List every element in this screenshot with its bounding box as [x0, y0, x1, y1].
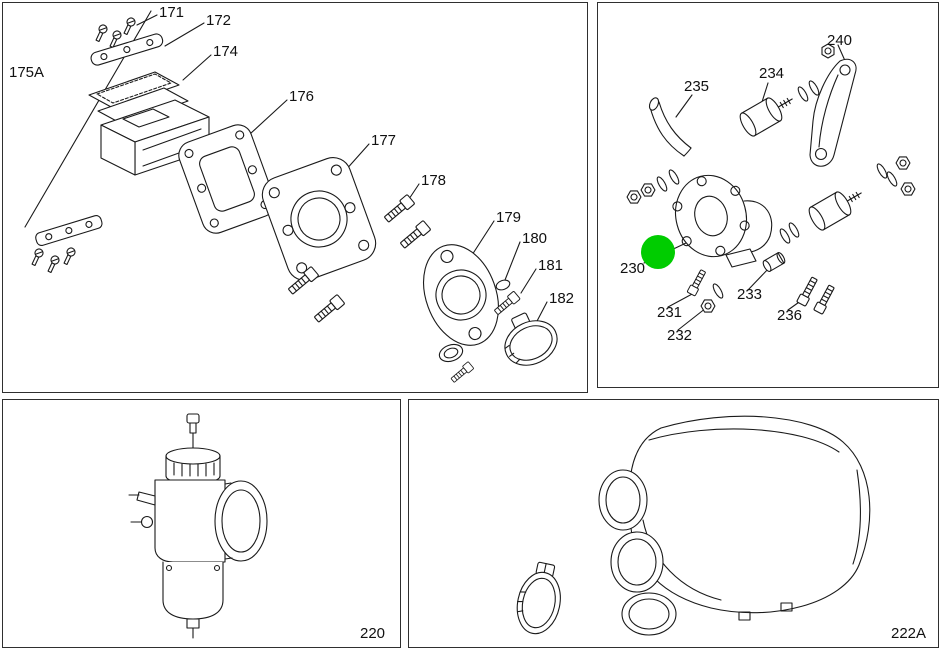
part-label-230[interactable]: 230: [620, 260, 646, 277]
flange-drawing: [423, 244, 499, 346]
part-label-171[interactable]: 171: [159, 4, 185, 21]
flange-bolt-drawing: [449, 361, 475, 385]
mount-flange-drawing: [672, 174, 773, 268]
strip-plate-drawing: [29, 215, 103, 275]
stopper-plate-drawing: [90, 33, 164, 66]
air-box-clamp-drawing: [516, 561, 561, 635]
part-label-179[interactable]: 179: [496, 209, 522, 226]
part-label-180[interactable]: 180: [522, 230, 548, 247]
panel-bottom-right: 222A: [408, 399, 939, 648]
bracket-drawing: [809, 58, 857, 167]
hose-clamp-drawing: [504, 312, 558, 366]
spacer-drawing: [762, 252, 786, 272]
part-label-172[interactable]: 172: [206, 12, 232, 29]
part-label-236[interactable]: 236: [777, 307, 803, 324]
part-label-174[interactable]: 174: [213, 43, 239, 60]
part-label-220[interactable]: 220: [360, 625, 386, 642]
part-label-177[interactable]: 177: [371, 132, 397, 149]
part-label-181[interactable]: 181: [538, 257, 564, 274]
part-label-176[interactable]: 176: [289, 88, 315, 105]
part-label-231[interactable]: 231: [657, 304, 683, 321]
part-label-222A[interactable]: 222A: [891, 625, 927, 642]
bolt-231-drawing: [686, 268, 708, 297]
bolt-236b-drawing: [813, 283, 837, 315]
panel-top-right: 240 234 235 230 231 232 233 236: [597, 2, 939, 388]
flange-gasket-drawing: [438, 343, 464, 363]
part-label-234[interactable]: 234: [759, 65, 785, 82]
reed-petals-drawing: [88, 71, 189, 125]
manifold-drawing: [261, 157, 377, 281]
nut-232-drawing: [698, 296, 718, 316]
ring-drawing: [495, 279, 511, 291]
part-label-175A[interactable]: 175A: [9, 64, 45, 81]
reed-block-drawing: [100, 99, 210, 176]
part-label-232[interactable]: 232: [667, 327, 693, 344]
bolt-236-drawing: [796, 275, 820, 307]
rubber-mount-upper-drawing: [736, 87, 800, 139]
part-label-240[interactable]: 240: [827, 32, 853, 49]
intake-exploded-drawing: [24, 10, 558, 385]
hose-drawing: [648, 97, 692, 157]
panel-top-left: 171 172 174 175A 176 177 178 179 180 181…: [2, 2, 588, 393]
air-box-drawing: [516, 415, 871, 636]
rubber-mount-lower-drawing: [805, 181, 869, 233]
fasteners-left-drawing: [624, 168, 682, 207]
panel-bottom-left: 220: [2, 399, 401, 648]
fasteners-right-drawing: [874, 153, 918, 199]
part-label-178[interactable]: 178: [421, 172, 447, 189]
carburetor-drawing: [128, 413, 268, 639]
part-label-233[interactable]: 233: [737, 286, 763, 303]
part-label-235[interactable]: 235: [684, 78, 710, 95]
highlight-marker-230[interactable]: [641, 235, 675, 269]
engine-mount-exploded-drawing: [624, 43, 918, 331]
part-label-182[interactable]: 182: [549, 290, 575, 307]
